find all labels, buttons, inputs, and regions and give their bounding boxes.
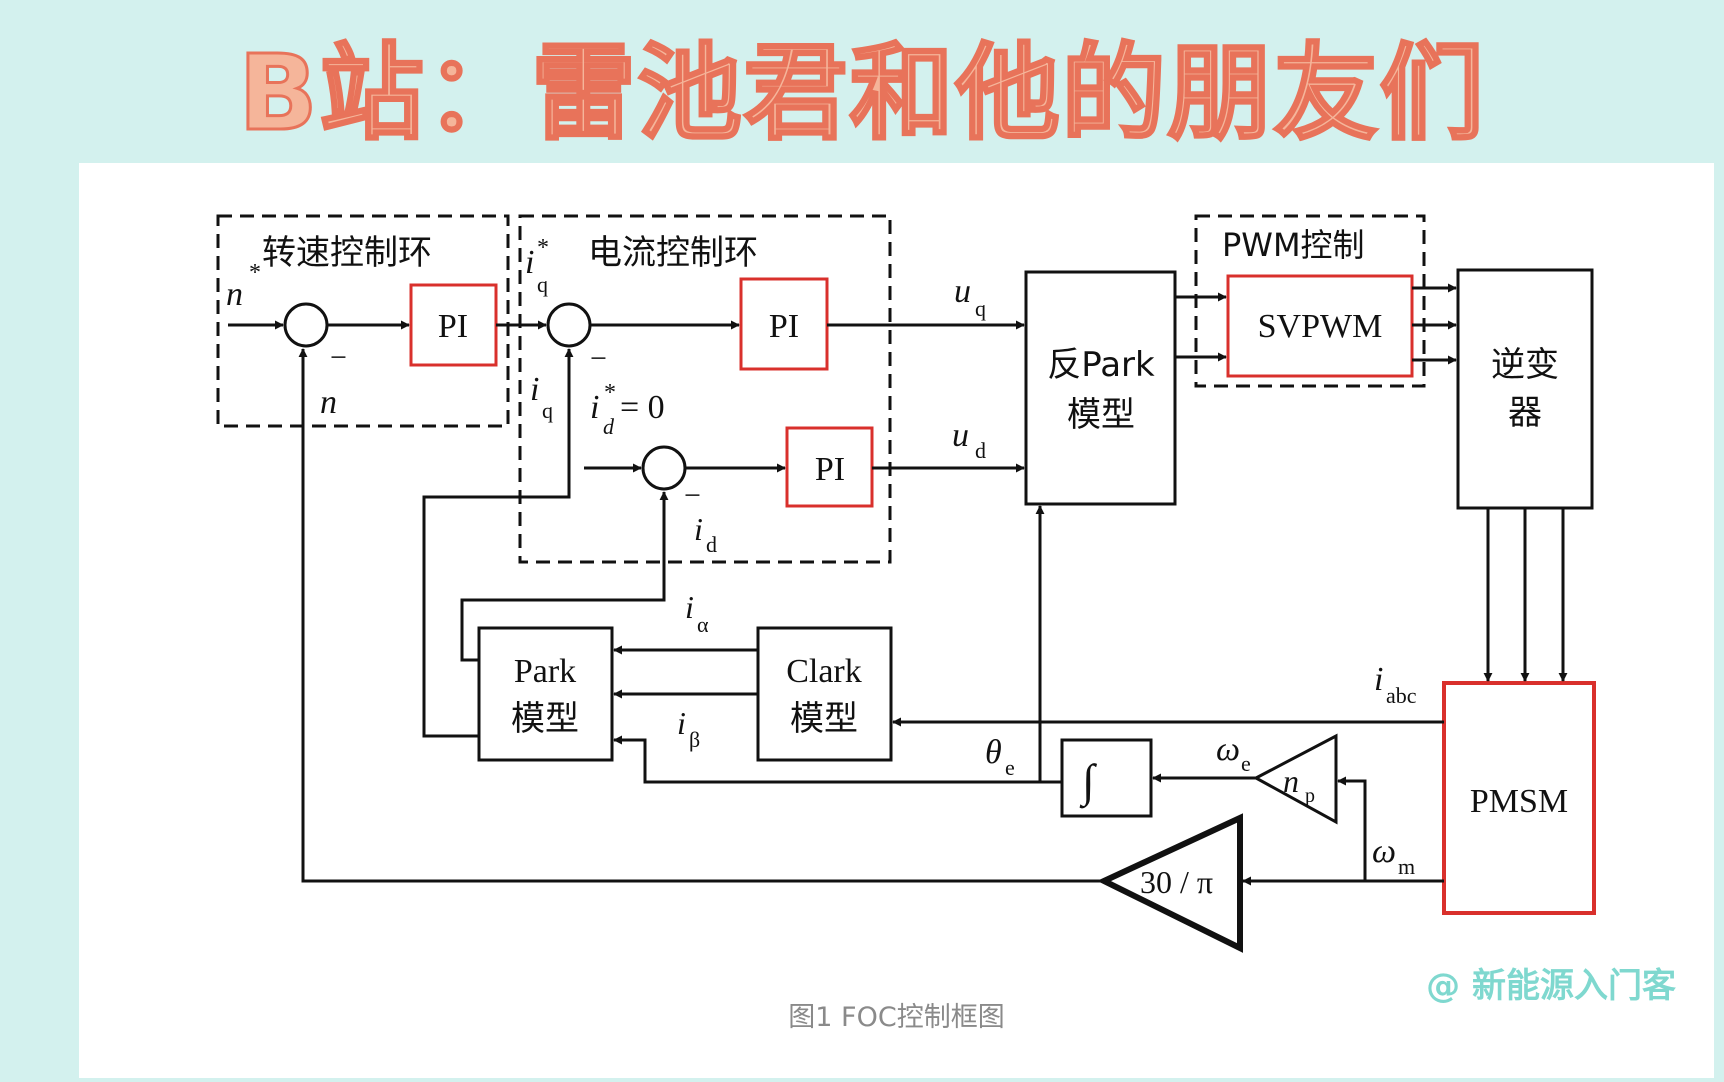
label-iq-ref: i * q: [525, 235, 549, 297]
svg-text:ω: ω: [1216, 731, 1240, 768]
figure-caption: 图1 FOC控制框图: [788, 1002, 1005, 1033]
svg-text:m: m: [1398, 854, 1415, 879]
label-n: n: [320, 384, 337, 421]
label-iabc: i abc: [1374, 661, 1417, 708]
svg-text:i: i: [1374, 661, 1383, 698]
svg-text:n: n: [1283, 763, 1299, 799]
svg-text:Clark: Clark: [786, 653, 862, 690]
svg-text:PMSM: PMSM: [1470, 783, 1568, 820]
label-theta-e: θ e: [985, 734, 1015, 780]
svg-text:d: d: [975, 438, 986, 463]
svg-text:i: i: [685, 589, 694, 625]
label-uq: u q: [954, 273, 986, 321]
svg-text:n: n: [226, 276, 243, 313]
iq-pi-block: PI: [739, 277, 829, 371]
id-sum-junction: [641, 445, 687, 491]
svg-text:i: i: [694, 511, 703, 547]
label-omega-m: ω m: [1372, 833, 1415, 879]
svg-text:d: d: [706, 532, 717, 557]
svg-text:α: α: [697, 612, 709, 637]
svg-text:i: i: [590, 389, 599, 426]
svg-text:p: p: [1305, 785, 1315, 807]
label-n-ref: n *: [226, 260, 261, 313]
svg-text:PI: PI: [769, 308, 799, 345]
label-ibeta: i β: [677, 705, 700, 752]
integrator-block: ∫: [1060, 738, 1153, 818]
svg-text:i: i: [530, 371, 539, 408]
banner: B站：雷池君和他的朋友们: [0, 0, 1724, 156]
inverter-block: 逆变 器: [1456, 268, 1594, 510]
svg-text:β: β: [689, 727, 700, 752]
svg-text:反Park: 反Park: [1047, 345, 1155, 385]
id-minus-sign: −: [684, 479, 701, 512]
pwm-region: [1194, 214, 1426, 388]
svg-text:器: 器: [1508, 393, 1542, 433]
label-omega-e: ω e: [1216, 731, 1251, 776]
svg-text:PI: PI: [815, 451, 845, 488]
svg-text:u: u: [952, 417, 969, 454]
svg-text:Park: Park: [514, 653, 576, 690]
current-loop-region: [518, 214, 892, 564]
svg-text:PI: PI: [438, 308, 468, 345]
current-loop-label: 电流控制环: [588, 233, 758, 273]
figure-panel: 转速控制环 电流控制环 PWM控制 PI PI PI 反Park 模型 SVPW…: [79, 163, 1714, 1078]
banner-title: B站：雷池君和他的朋友们: [237, 31, 1486, 156]
svg-text:θ: θ: [985, 734, 1002, 771]
svg-text:q: q: [542, 398, 553, 423]
inverse-park-block: 反Park 模型: [1024, 270, 1177, 506]
svg-text:SVPWM: SVPWM: [1258, 308, 1383, 345]
speed-pi-block: PI: [409, 283, 498, 367]
foc-block-diagram: 转速控制环 电流控制环 PWM控制 PI PI PI 反Park 模型 SVPW…: [216, 214, 1596, 953]
svg-text:*: *: [537, 235, 549, 261]
svpwm-block: SVPWM: [1226, 274, 1414, 378]
svg-text:模型: 模型: [1067, 395, 1135, 435]
speed-scale-gain: 30 / π: [1097, 813, 1243, 953]
park-block: Park 模型: [477, 626, 614, 762]
clark-block: Clark 模型: [756, 626, 893, 762]
svg-text:q: q: [537, 272, 548, 297]
label-ud: u d: [952, 417, 986, 463]
svg-text:*: *: [604, 380, 616, 406]
id-pi-block: PI: [785, 426, 874, 508]
svg-text:u: u: [954, 273, 971, 310]
svg-text:i: i: [525, 244, 534, 281]
svg-text:模型: 模型: [511, 699, 579, 739]
svg-text:∫: ∫: [1079, 755, 1097, 809]
speed-minus-sign: −: [330, 341, 347, 374]
label-id: i d: [694, 511, 717, 557]
svg-text:逆变: 逆变: [1491, 345, 1559, 385]
svg-text:ω: ω: [1372, 833, 1396, 870]
iq-minus-sign: −: [590, 342, 607, 375]
svg-text:abc: abc: [1386, 683, 1417, 708]
svg-text:d: d: [603, 414, 615, 439]
svg-text:i: i: [677, 705, 686, 741]
pmsm-block: PMSM: [1442, 681, 1596, 915]
watermark: @ 新能源入门客: [1426, 966, 1676, 1006]
speed-loop-label: 转速控制环: [262, 233, 432, 273]
speed-loop-region: [216, 214, 510, 428]
speed-sum-junction: [283, 302, 329, 348]
iq-sum-junction: [546, 302, 592, 348]
label-iq: i q: [530, 371, 553, 423]
svg-text:e: e: [1241, 751, 1251, 776]
svg-text:30 / π: 30 / π: [1140, 864, 1213, 900]
svg-text:模型: 模型: [790, 699, 858, 739]
svg-text:q: q: [975, 296, 986, 321]
svg-text:e: e: [1005, 755, 1015, 780]
label-id-ref: i * d = 0: [590, 380, 665, 439]
svg-text:= 0: = 0: [620, 389, 665, 426]
pole-pairs-gain: n p: [1252, 733, 1338, 825]
svg-text:*: *: [249, 260, 261, 286]
pwm-label: PWM控制: [1222, 226, 1365, 264]
label-ialpha: i α: [685, 589, 709, 637]
